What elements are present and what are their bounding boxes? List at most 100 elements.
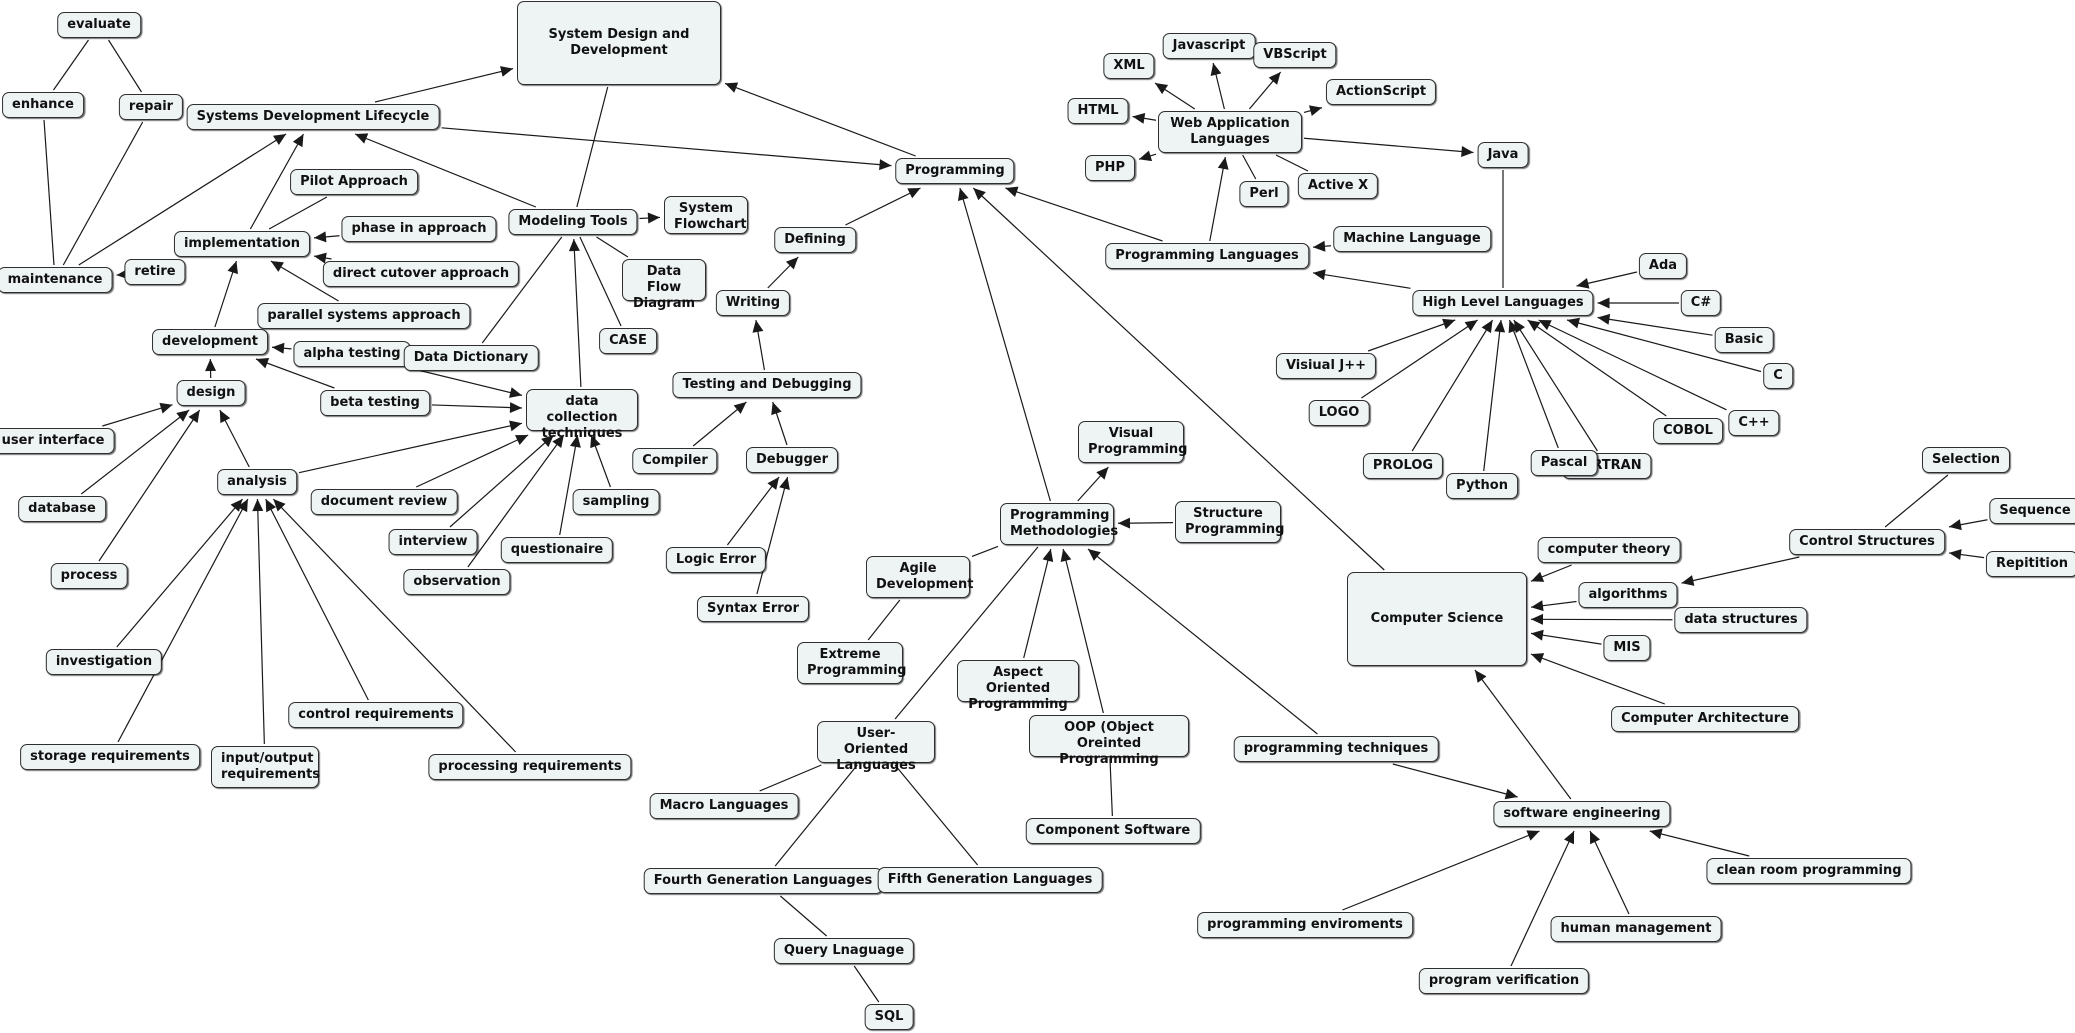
node-selection: Selection xyxy=(1921,447,2011,473)
link-sdlc-programming xyxy=(441,127,892,167)
link-database-design xyxy=(80,409,190,495)
arrowhead-control-analysis xyxy=(265,499,277,513)
arrowhead-machine-proglang xyxy=(1313,240,1326,252)
node-writing: Writing xyxy=(715,290,791,316)
arrowhead-webapp-html xyxy=(1132,112,1146,124)
node-compsci: Computer Science xyxy=(1347,572,1527,666)
node-progverif: program verification xyxy=(1418,968,1590,994)
node-control: control requirements xyxy=(288,702,464,728)
arrowhead-modeling-sysflow xyxy=(647,212,660,224)
link-python-highlevel xyxy=(1483,319,1502,472)
node-directcut: direct cutover approach xyxy=(322,261,520,287)
node-syntaxerror: Syntax Error xyxy=(696,596,810,622)
node-observation: observation xyxy=(403,569,511,595)
node-progenv: programming enviroments xyxy=(1197,912,1413,938)
link-cleanroom-softeng xyxy=(1649,830,1750,857)
arrowhead-structprog-progmeth xyxy=(1118,517,1131,529)
node-humanmgmt: human management xyxy=(1550,916,1722,942)
arrowhead-alpha-development xyxy=(272,342,285,354)
node-parallel: parallel systems approach xyxy=(257,303,471,329)
link-progenv-softeng xyxy=(1342,830,1540,911)
link-compsci-programming xyxy=(972,187,1385,571)
arrowhead-sdlc-sdd xyxy=(500,66,513,77)
node-algorithms: algorithms xyxy=(1578,582,1678,608)
node-sdd: System Design and Development xyxy=(517,1,721,85)
link-io-analysis xyxy=(256,498,265,745)
node-cleanroom: clean room programming xyxy=(1706,858,1912,884)
arrowhead-sampling-datacoll xyxy=(590,435,601,449)
link-docreview-datacoll xyxy=(416,434,529,488)
link-comparch-compsci xyxy=(1530,653,1666,705)
node-design: design xyxy=(176,380,246,406)
node-progmeth: Programming Methodologies xyxy=(1000,503,1118,545)
link-progtech-softeng xyxy=(1392,763,1518,798)
node-softeng: software engineering xyxy=(1493,801,1671,827)
arrowhead-processing-analysis xyxy=(273,499,286,512)
arrowhead-beta-datacoll xyxy=(509,402,522,414)
node-ada: Ada xyxy=(1638,253,1688,279)
node-testing: Testing and Debugging xyxy=(672,372,862,398)
link-useroriented-fifthgen xyxy=(894,764,979,866)
link-investigation-analysis xyxy=(116,498,244,648)
node-javascript: Javascript xyxy=(1162,33,1256,59)
arrowhead-compsci-programming xyxy=(973,188,986,201)
link-control-analysis xyxy=(265,498,369,701)
arrowhead-defining-programming xyxy=(907,188,921,199)
link-basic-highlevel xyxy=(1597,316,1713,336)
node-datacoll: data collection techniques xyxy=(526,389,638,441)
node-comptheory: computer theory xyxy=(1537,537,1681,563)
arrowhead-observation-datacoll xyxy=(552,435,564,448)
arrowhead-progenv-softeng xyxy=(1526,830,1540,841)
arrowhead-repitition-controlstruct xyxy=(1949,549,1962,560)
link-alpha-datacoll xyxy=(412,368,523,396)
arrowhead-c-highlevel xyxy=(1567,317,1581,329)
link-process-design xyxy=(98,409,201,562)
link-useroriented-macro xyxy=(759,764,822,792)
link-prolog-highlevel xyxy=(1411,319,1494,452)
link-userinterface-design xyxy=(102,404,173,427)
node-defining: Defining xyxy=(774,227,856,253)
link-parallel-implementation xyxy=(270,260,339,302)
node-prolog: PROLOG xyxy=(1362,453,1444,479)
arrowhead-aspect-progmeth xyxy=(1042,549,1054,562)
arrowhead-pascal-highlevel xyxy=(1508,320,1519,334)
arrowhead-progmeth-visualprog xyxy=(1096,467,1109,480)
arrowhead-interview-datacoll xyxy=(541,435,554,448)
node-actionscript: ActionScript xyxy=(1325,79,1437,105)
link-progmeth-programming xyxy=(959,187,1051,502)
arrowhead-writing-defining xyxy=(785,257,799,270)
node-basic: Basic xyxy=(1714,327,1774,353)
link-sdlc-sdd xyxy=(374,68,514,103)
link-evaluate-repair xyxy=(108,39,142,93)
arrowhead-oop-progmeth xyxy=(1060,549,1072,562)
node-macro: Macro Languages xyxy=(649,793,799,819)
arrowhead-logicerror-debugger xyxy=(767,477,780,490)
arrowhead-cleanroom-softeng xyxy=(1649,828,1663,840)
node-implementation: implementation xyxy=(173,231,311,257)
arrowhead-modeling-sdlc xyxy=(355,133,369,144)
arrowhead-datastruct-compsci xyxy=(1531,613,1544,625)
arrowhead-logo-highlevel xyxy=(1464,320,1478,332)
node-datadict: Data Dictionary xyxy=(403,345,539,371)
link-enhance-maintenance xyxy=(43,119,55,266)
node-debugger: Debugger xyxy=(745,447,839,473)
link-modeling-dfd xyxy=(596,236,629,258)
link-interview-datacoll xyxy=(449,434,555,528)
link-storage-analysis xyxy=(117,498,249,743)
node-mis: MIS xyxy=(1603,635,1651,661)
link-logo-highlevel xyxy=(1361,319,1478,399)
arrowhead-webapp-actionscript xyxy=(1308,105,1322,117)
link-implementation-sdlc xyxy=(249,133,305,230)
node-pilot: Pilot Approach xyxy=(290,169,418,195)
arrowhead-database-design xyxy=(176,410,190,422)
node-controlstruct: Control Structures xyxy=(1789,529,1945,555)
node-interview: interview xyxy=(388,529,478,555)
arrowhead-comptheory-compsci xyxy=(1531,571,1545,582)
arrowhead-python-highlevel xyxy=(1494,320,1506,333)
arrowhead-debugger-testing xyxy=(771,402,782,416)
link-modeling-datadict xyxy=(481,236,563,344)
arrowhead-phasein-implementation xyxy=(314,231,327,243)
node-sampling: sampling xyxy=(572,489,660,515)
node-pascal: Pascal xyxy=(1530,450,1598,476)
node-visualj: Visiual J++ xyxy=(1275,353,1377,379)
